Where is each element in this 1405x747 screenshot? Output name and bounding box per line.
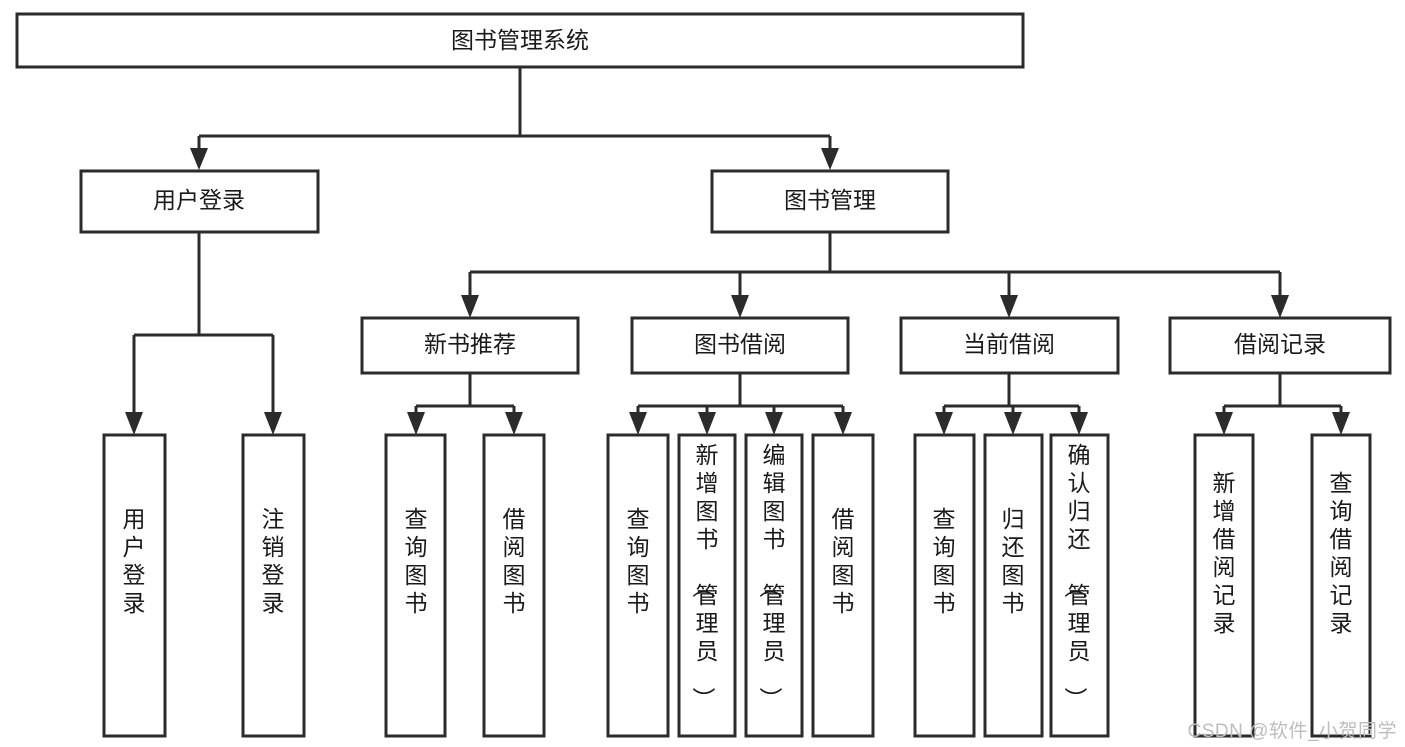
leaf-node[interactable]: 查询图书 xyxy=(913,433,976,738)
arrow-head-leaf-return-book xyxy=(1004,412,1022,435)
leaf-node-box[interactable] xyxy=(913,433,976,738)
arrow-head-leaf-edit-book xyxy=(765,412,783,435)
leaf-node[interactable]: 借阅图书 xyxy=(482,433,546,738)
node-current-borrow-box[interactable] xyxy=(899,316,1120,375)
arrow-head-borrow-record xyxy=(1271,295,1289,318)
leaf-node-label: 借阅图书 xyxy=(832,506,855,616)
node-user-login-box[interactable] xyxy=(79,169,320,234)
leaf-node-label: 确认归还（管理员） xyxy=(1063,442,1091,710)
arrow-head-new-book-rec xyxy=(461,295,479,318)
arrow-head-book-borrow xyxy=(731,295,749,318)
leaf-node-label: 用户登录 xyxy=(123,506,146,616)
leaf-node-label: 新增图书（管理员） xyxy=(691,442,719,710)
leaf-node-box[interactable] xyxy=(1310,433,1372,738)
leaf-node-box[interactable] xyxy=(102,433,167,738)
leaf-node-label: 归还图书 xyxy=(1002,506,1025,616)
leaf-node-label: 查询图书 xyxy=(627,506,650,616)
arrow-head-leaf-add-record xyxy=(1215,412,1233,435)
leaf-node-box[interactable] xyxy=(384,433,447,738)
node-new-book-recommend-box[interactable] xyxy=(360,316,580,375)
node-book-management-label: 图书管理 xyxy=(784,187,876,213)
node-new-book-recommend[interactable]: 新书推荐 xyxy=(360,316,580,375)
leaf-node-label: 查询借阅记录 xyxy=(1330,470,1353,636)
arrow-head-leaf-query-book-1 xyxy=(407,412,425,435)
arrow-head-leaf-query-record xyxy=(1332,412,1350,435)
leaf-node[interactable]: 用户登录 xyxy=(102,433,167,738)
node-current-borrow[interactable]: 当前借阅 xyxy=(899,316,1120,375)
leaf-node[interactable]: 查询借阅记录 xyxy=(1310,433,1372,738)
node-user-login[interactable]: 用户登录 xyxy=(79,169,320,234)
node-book-borrow[interactable]: 图书借阅 xyxy=(630,316,850,375)
connector-layer xyxy=(125,67,1350,435)
arrow-head-leaf-borrow-book-1 xyxy=(505,412,523,435)
leaf-node-box[interactable] xyxy=(811,433,875,738)
arrow-head-leaf-query-book-2 xyxy=(629,412,647,435)
leaf-node[interactable]: 查询图书 xyxy=(384,433,447,738)
node-new-book-recommend-label: 新书推荐 xyxy=(424,331,516,357)
node-book-management-box[interactable] xyxy=(710,169,950,234)
leaf-node-box[interactable] xyxy=(1193,433,1255,738)
leaf-node[interactable]: 确认归还（管理员） xyxy=(1049,433,1110,738)
leaf-node[interactable]: 借阅图书 xyxy=(811,433,875,738)
leaf-node[interactable]: 编辑图书（管理员） xyxy=(744,433,804,738)
leaf-node-label: 查询图书 xyxy=(405,506,428,616)
leaf-node[interactable]: 查询图书 xyxy=(606,433,670,738)
leaf-node-box[interactable] xyxy=(482,433,546,738)
leaf-node-box[interactable] xyxy=(983,433,1044,738)
node-borrow-record-label: 借阅记录 xyxy=(1234,331,1326,357)
node-root-system-box[interactable] xyxy=(15,12,1025,69)
leaf-node-box[interactable] xyxy=(744,433,804,738)
arrow-head-user-login xyxy=(190,148,208,170)
leaf-node-label: 注销登录 xyxy=(262,506,285,616)
leaf-node-label: 查询图书 xyxy=(933,506,956,616)
leaf-node-label: 编辑图书（管理员） xyxy=(758,442,786,710)
node-current-borrow-label: 当前借阅 xyxy=(963,331,1055,357)
node-root-system-label: 图书管理系统 xyxy=(451,27,589,53)
arrow-head-leaf-query-book-3 xyxy=(935,412,953,435)
node-book-borrow-box[interactable] xyxy=(630,316,850,375)
arrow-head-leaf-logout xyxy=(264,412,282,435)
leaf-node[interactable]: 新增借阅记录 xyxy=(1193,433,1255,738)
arrow-head-leaf-confirm-return xyxy=(1070,412,1088,435)
arrow-head-leaf-borrow-book-2 xyxy=(834,412,852,435)
leaf-node[interactable]: 注销登录 xyxy=(241,433,306,738)
node-borrow-record[interactable]: 借阅记录 xyxy=(1168,316,1392,375)
leaf-node-box[interactable] xyxy=(241,433,306,738)
node-user-login-label: 用户登录 xyxy=(153,187,245,213)
leaf-node-box[interactable] xyxy=(1049,433,1110,738)
arrow-head-current-borrow xyxy=(1000,295,1018,318)
arrow-head-book-mgmt xyxy=(821,148,839,170)
node-root-system[interactable]: 图书管理系统 xyxy=(15,12,1025,69)
leaf-node-label: 借阅图书 xyxy=(503,506,526,616)
node-book-borrow-label: 图书借阅 xyxy=(694,331,786,357)
leaf-node[interactable]: 归还图书 xyxy=(983,433,1044,738)
arrow-head-leaf-add-book xyxy=(698,412,716,435)
leaf-node[interactable]: 新增图书（管理员） xyxy=(677,433,737,738)
leaf-node-box[interactable] xyxy=(677,433,737,738)
leaf-node-label: 新增借阅记录 xyxy=(1213,470,1236,636)
leaf-node-box[interactable] xyxy=(606,433,670,738)
node-borrow-record-box[interactable] xyxy=(1168,316,1392,375)
arrow-head-leaf-user-login xyxy=(125,412,143,435)
node-book-management[interactable]: 图书管理 xyxy=(710,169,950,234)
